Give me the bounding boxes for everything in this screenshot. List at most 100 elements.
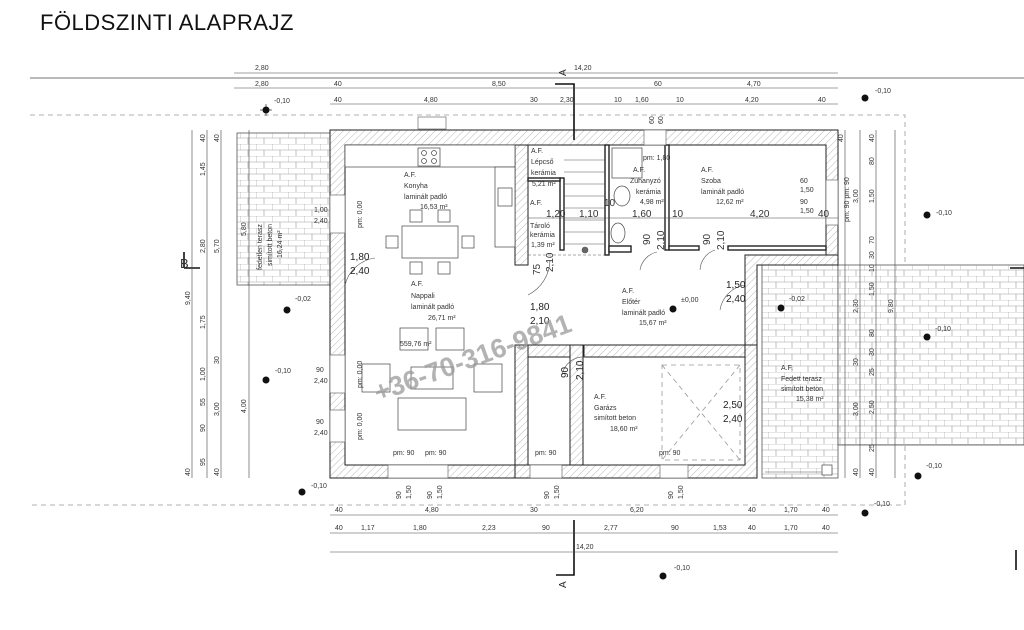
room-code: A.F. — [531, 148, 543, 155]
dining-table — [401, 225, 459, 259]
level-marker-icon — [298, 488, 306, 496]
dim-label: 30 — [869, 251, 876, 259]
level-label: -0,10 — [926, 463, 942, 470]
dim-labels-right: 40 3,00 2,30 30 3,00 40 40 80 1,50 70 30… — [838, 134, 895, 476]
dim-label: 60 — [654, 81, 662, 88]
window-width: 90 — [668, 491, 675, 499]
dim-label: 3,00 — [853, 402, 860, 416]
dim-label: 95 — [200, 458, 207, 466]
room-name: Tároló — [530, 223, 550, 230]
dim-label: 40 — [200, 134, 207, 142]
dim-label: 10 — [869, 264, 876, 272]
dim-label: 3,00 — [853, 189, 860, 203]
total-area-label: 559,76 m² — [400, 341, 432, 348]
room-konyha: A.F. Konyha laminált padló 16,53 m² — [404, 172, 448, 211]
window-width: 90 — [316, 367, 324, 374]
dim-label: 1,80 — [413, 525, 427, 532]
dim-label: 4,20 — [750, 209, 770, 220]
dim-label: 90 — [702, 233, 713, 245]
sill-height: pm: 90 — [425, 450, 447, 457]
level-marker-icon — [914, 472, 922, 480]
level-label: -0,10 — [274, 98, 290, 105]
room-area: 26,71 m² — [428, 315, 456, 322]
dim-label: 1,60 — [635, 97, 649, 104]
dim-label: 14,20 — [574, 65, 592, 72]
dim-label: 90 — [671, 525, 679, 532]
dim-label: 40 — [748, 525, 756, 532]
room-floor: laminált padló — [404, 194, 447, 201]
level-label: ±0,00 — [681, 297, 699, 304]
dim-label: 2,50 — [869, 400, 876, 414]
dim-label: 1,70 — [784, 525, 798, 532]
sill-height: pm: 90 pm: 90 — [844, 177, 851, 222]
door-swings — [344, 249, 746, 376]
section-marker-a-bottom: A — [558, 581, 569, 588]
sill-height: pm: 0,00 — [357, 361, 364, 388]
room-code: A.F. — [633, 167, 645, 174]
dim-label: 4,80 — [425, 507, 439, 514]
dim-label: 40 — [853, 468, 860, 476]
dim-label: 3,00 — [214, 402, 221, 416]
window-width: 90 — [427, 491, 434, 499]
cooktop-icon — [417, 147, 441, 167]
dim-label: 2,30 — [853, 299, 860, 313]
room-floor: kerámia — [636, 189, 661, 196]
dim-label: 70 — [869, 236, 876, 244]
window-width: 90 — [396, 491, 403, 499]
dim-label: 2,10 — [716, 230, 727, 250]
dim-label: 75 — [532, 263, 543, 275]
room-lepcso: A.F. Lépcső kerámia 5,21 m² — [531, 148, 556, 188]
windows — [329, 116, 839, 479]
dim-label: 4,70 — [747, 81, 761, 88]
window-height: 2,40 — [314, 378, 328, 385]
door-height: 2,40 — [726, 294, 746, 305]
level-label: -0,10 — [935, 326, 951, 333]
dim-label: 8,50 — [492, 81, 506, 88]
room-area: 4,98 m² — [640, 199, 664, 206]
dim-labels-bottom: 40 4,80 30 6,20 40 1,70 40 40 1,17 1,80 … — [335, 507, 830, 551]
washbasin-icon — [610, 222, 626, 244]
armchair — [435, 327, 465, 351]
window-height: 1,50 — [678, 485, 685, 499]
room-code: A.F. — [594, 394, 606, 401]
room-tarolo: A.F. Tároló kerámia 1,39 m² — [530, 200, 555, 249]
dim-label: 40 — [214, 134, 221, 142]
room-name: Zuhanyzó — [630, 178, 661, 185]
phone-watermark: +36-70-316-9841 — [370, 308, 576, 407]
dim-label: 30 — [853, 358, 860, 366]
room-floor: kerámia — [531, 170, 556, 177]
dim-label: 40 — [822, 525, 830, 532]
dim-label: 40 — [748, 507, 756, 514]
level-marker-icon — [861, 509, 869, 517]
window-height: 2,40 — [314, 430, 328, 437]
dim-label: 40 — [214, 468, 221, 476]
dim-label: 30 — [869, 348, 876, 356]
armchair — [361, 363, 391, 393]
dim-label: 1,00 — [200, 367, 207, 381]
level-marker-icon — [283, 306, 291, 314]
dim-label: 4,80 — [424, 97, 438, 104]
door-width: 90 — [560, 366, 571, 378]
dim-label: 2,80 — [255, 81, 269, 88]
dim-label: 14,20 — [576, 544, 594, 551]
dim-label: 9,40 — [185, 291, 192, 305]
section-marker-b: B — [180, 256, 189, 271]
room-nappali: A.F. Nappali laminált padló 26,71 m² — [411, 281, 456, 322]
room-garazs: A.F. Garázs simított beton 18,60 m² — [594, 394, 638, 433]
door-width: 1,80 — [530, 302, 550, 313]
level-label: -0,10 — [874, 501, 890, 508]
armchair — [399, 327, 429, 351]
level-label: -0,10 — [311, 483, 327, 490]
room-name: Fedett terasz — [781, 376, 822, 383]
dim-label: 80 — [869, 157, 876, 165]
level-marker-icon — [659, 572, 667, 580]
room-area: 12,62 m² — [716, 199, 744, 206]
dim-label: 25 — [869, 368, 876, 376]
room-floor: kerámia — [530, 232, 555, 239]
dim-label: 1,20 — [546, 209, 566, 220]
dim-label: 2,10 — [656, 230, 667, 250]
room-name: Lépcső — [531, 159, 554, 166]
dim-label: 10 — [604, 198, 616, 209]
dim-label: 2,30 — [560, 97, 574, 104]
dim-label: 90 — [642, 233, 653, 245]
